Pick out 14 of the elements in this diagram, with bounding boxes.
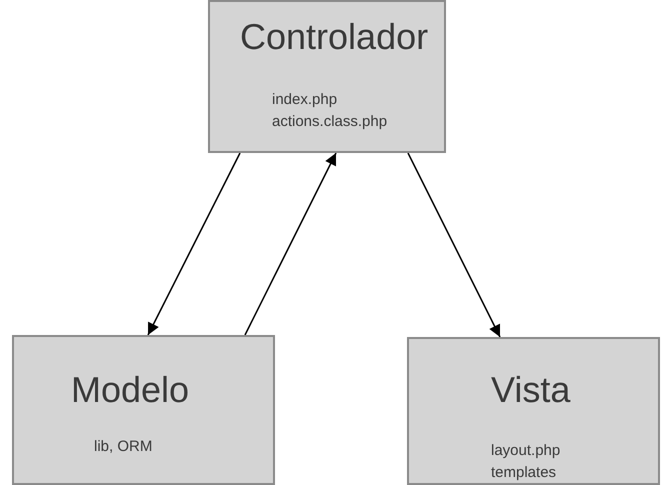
component-box <box>407 337 660 485</box>
component-title: Vista <box>491 369 570 411</box>
arrow <box>244 152 337 336</box>
component-title: Controlador <box>240 16 428 58</box>
file-label: templates <box>491 463 556 483</box>
arrow <box>147 152 241 336</box>
arrow <box>407 152 501 338</box>
file-label: index.php <box>272 90 338 110</box>
file-label: lib, ORM <box>94 437 152 457</box>
file-label: layout.php <box>491 441 560 461</box>
component-box <box>208 0 446 153</box>
file-label: actions.class.php <box>272 112 388 132</box>
component-title: Modelo <box>71 369 190 411</box>
component-box <box>12 335 275 485</box>
